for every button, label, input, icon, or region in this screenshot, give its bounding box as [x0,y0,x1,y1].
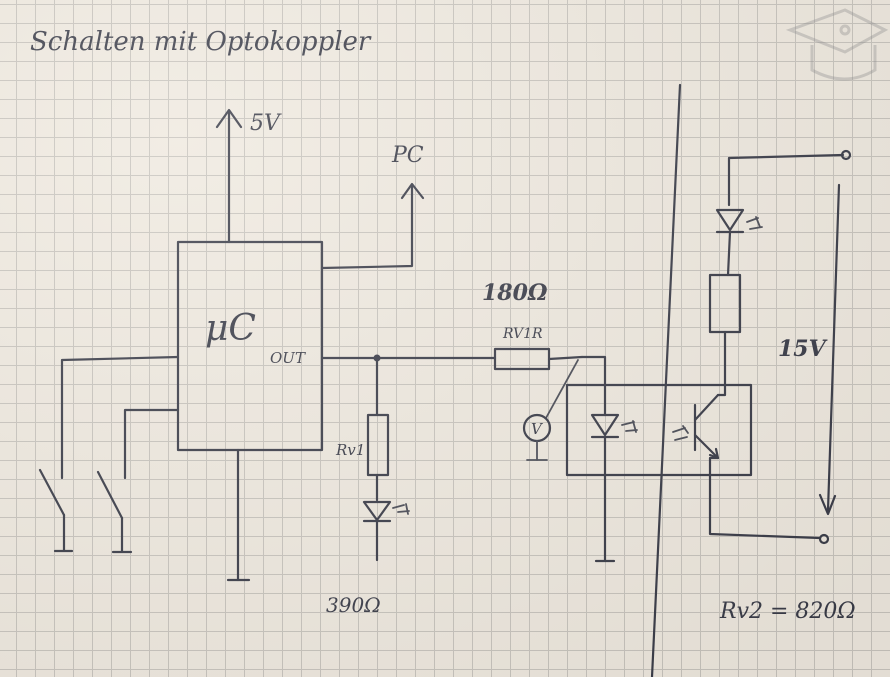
rv1r-name-label: RV1R [502,326,543,342]
supply-15v-label: 15V [778,336,828,362]
terminal-top-icon [840,149,852,161]
rv2-label: Rv2 = 820Ω [719,599,856,624]
rv1-value-label: 390Ω [326,593,381,617]
optocoupler-led-icon [580,355,638,563]
right-circuit-wires [708,153,845,540]
logo-watermark-icon [785,8,889,81]
microcontroller-ground-icon [226,448,251,582]
rv1-label: Rv1 [335,441,365,459]
terminal-bottom-icon [818,533,830,545]
supply-15v-arrow [818,183,841,516]
load-led-icon [715,208,763,277]
indicator-led-icon [362,500,410,562]
supply-5v-arrow [215,108,243,244]
pc-label: PC [391,143,424,168]
rv1r-resistor [493,347,584,371]
phototransistor-icon [672,393,720,460]
diagram-title: Schalten mit Optokoppler [30,27,372,57]
rv1r-value-label: 180Ω [482,280,548,306]
rv1-resistor [366,356,390,502]
left-switch-wires [38,355,180,554]
microcontroller-box [176,240,324,452]
divider-line [650,83,682,677]
pc-output-arrow [320,182,425,270]
voltmeter-label: V [531,420,544,438]
microcontroller-label: μC [205,308,256,349]
out-pin-label: OUT [270,349,306,367]
voltmeter-icon: V [522,356,593,461]
optocoupler-box [565,383,753,477]
rv2-resistor [708,273,742,334]
supply-5v-label: 5V [250,111,282,136]
